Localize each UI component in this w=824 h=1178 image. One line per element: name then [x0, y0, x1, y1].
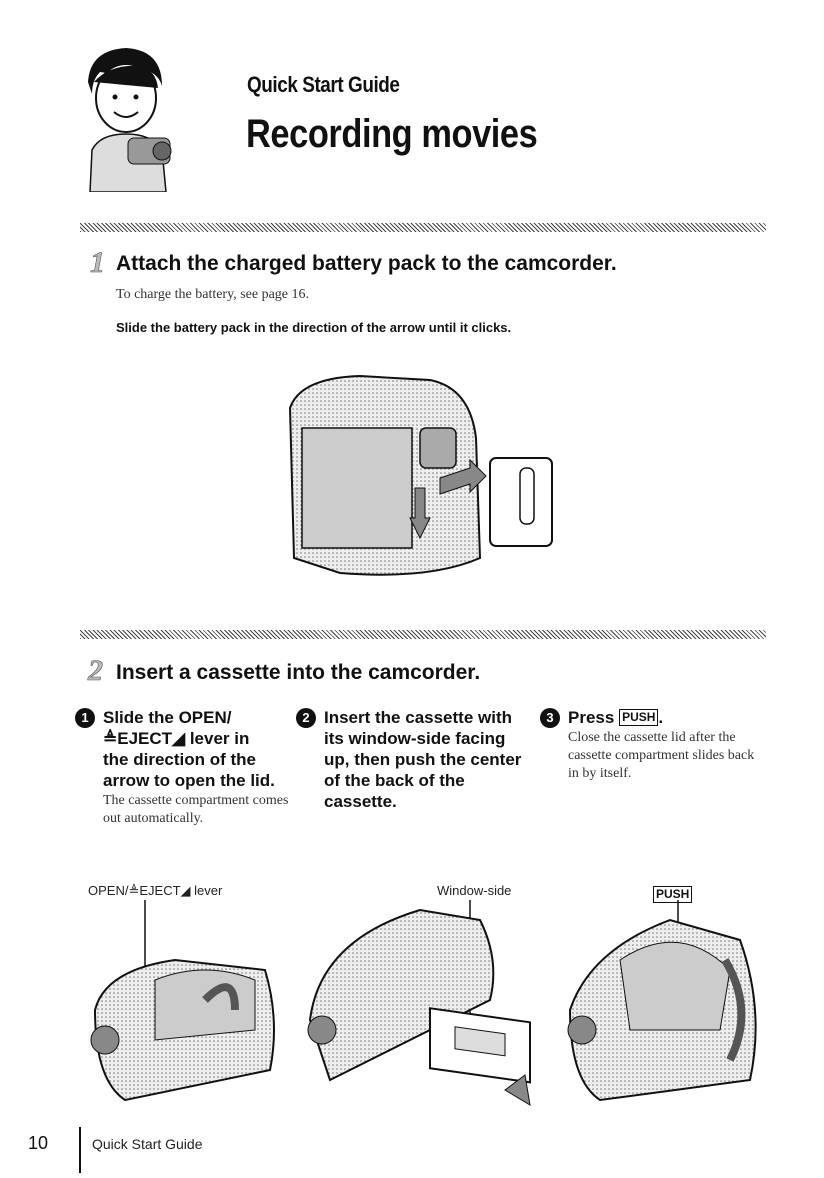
substep-1-body: The cassette compartment comes out autom… [103, 793, 289, 826]
section-divider [80, 223, 766, 232]
step-1-note: To charge the battery, see page 16. [116, 287, 309, 302]
substep-2-title-line: of the back of the [324, 771, 465, 790]
lever-callout: OPEN/≜EJECT◢ lever [88, 883, 223, 898]
guide-character-illustration [88, 48, 172, 192]
substep-3-title-prefix: Press [568, 708, 615, 727]
substep-1-title-line: arrow to open the lid. [103, 771, 275, 790]
substep-2-title-line: Insert the cassette with [324, 708, 513, 727]
substep-1: 1 Slide the OPEN/ ≜EJECT◢ lever in the di… [75, 707, 315, 828]
window-side-callout: Window-side [437, 883, 512, 898]
step-2-number: 2 [88, 654, 104, 688]
substep-2: 2 Insert the cassette with its window-sid… [296, 707, 546, 812]
step-1-heading: Attach the charged battery pack to the c… [116, 252, 617, 275]
substep-2-title-line: cassette. [324, 792, 397, 811]
open-lid-illustration [90, 900, 275, 1102]
close-lid-illustration [567, 900, 757, 1102]
step-1-instruction: Slide the battery pack in the direction … [116, 320, 512, 335]
substep-1-title-line: the direction of the [103, 750, 256, 769]
battery-attach-illustration [288, 374, 553, 576]
insert-cassette-illustration [307, 900, 531, 1106]
substep-3-title-suffix: . [658, 708, 664, 727]
step-2-heading: Insert a cassette into the camcorder. [116, 661, 481, 684]
guide-label: Quick Start Guide [247, 72, 400, 97]
substep-1-marker: 1 [75, 708, 95, 728]
substep-2-title-line: up, then push the center [324, 750, 522, 769]
push-callout: PUSH [653, 886, 693, 903]
section-divider [80, 630, 766, 639]
substep-3-marker: 3 [540, 708, 560, 728]
substep-1-title-line: Slide the OPEN/ [103, 708, 232, 727]
page-number: 10 [28, 1133, 49, 1153]
substep-3: 3 Press PUSH. Close the cassette lid afte… [540, 707, 760, 783]
page-title: Recording movies [246, 112, 538, 156]
step-1-number: 1 [90, 246, 106, 280]
push-button-symbol: PUSH [619, 709, 659, 726]
substep-2-title-line: its window-side facing [324, 729, 506, 748]
substep-1-title-line: ≜EJECT◢ lever in [103, 729, 250, 748]
substep-2-marker: 2 [296, 708, 316, 728]
substep-3-body: Close the cassette lid after the cassett… [568, 730, 755, 781]
footer-section: Quick Start Guide [92, 1136, 203, 1152]
footer-divider [79, 1127, 81, 1173]
